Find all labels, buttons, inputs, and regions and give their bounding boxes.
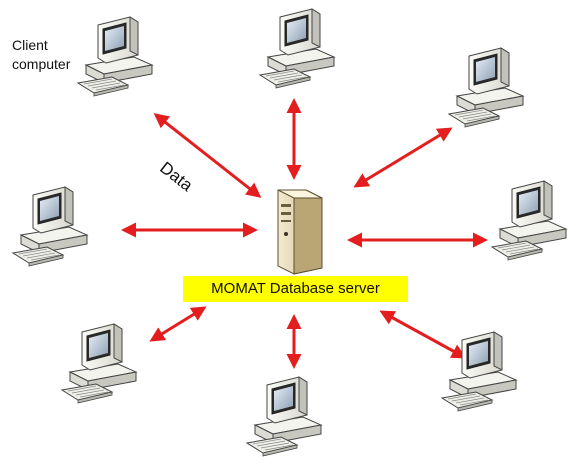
desktop-computer-icon-bottom-left	[61, 323, 137, 404]
desktop-computer-icon-top-right	[448, 47, 524, 128]
arrow-top-right	[353, 127, 453, 188]
desktop-computer-icon-bottom-right	[441, 331, 517, 412]
desktop-computer-icon-right	[491, 180, 567, 261]
desktop-computer-icon-bottom	[246, 376, 322, 457]
arrow-top-left	[153, 113, 262, 198]
desktop-computer-icon-left	[12, 186, 88, 267]
arrow-bottom-right	[379, 310, 467, 359]
client-computer-label: Client computer	[12, 36, 122, 74]
connection-arrows	[121, 98, 488, 369]
tower-server-icon	[277, 189, 323, 275]
desktop-computer-icon-top	[259, 8, 335, 89]
arrow-bottom-left	[149, 306, 207, 342]
database-server-label: MOMAT Database server	[183, 276, 408, 302]
client-label-line2: computer	[12, 56, 71, 72]
client-label-line1: Client	[12, 37, 48, 53]
